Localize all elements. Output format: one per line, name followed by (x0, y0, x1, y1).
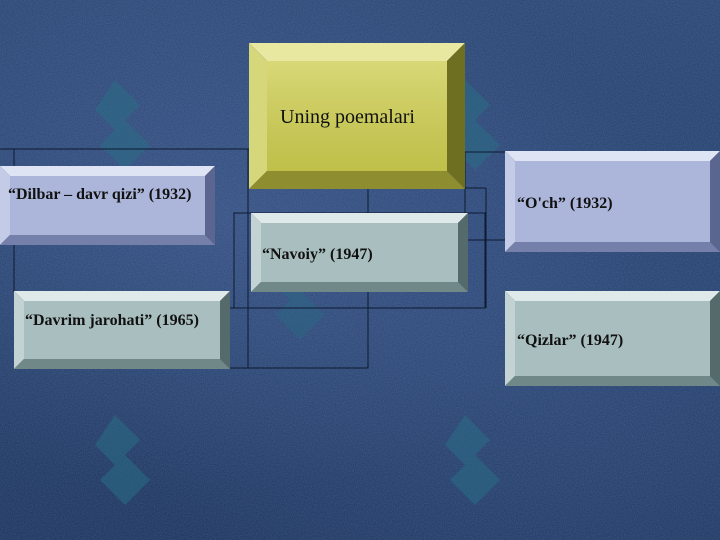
item-node-qizlar-bevel (505, 291, 720, 386)
watermark-logo-3 (95, 415, 150, 505)
item-node-och: “O'ch” (1932) (505, 151, 720, 252)
item-node-davrim: “Davrim jarohati” (1965) (14, 291, 230, 369)
watermark-logo-1 (95, 80, 150, 170)
item-label-qizlar: “Qizlar” (1947) (517, 332, 624, 349)
item-label-och: “O'ch” (1932) (517, 195, 613, 212)
root-node-label: Uning poemalari (280, 106, 415, 128)
item-node-navoiy-bevel (251, 213, 468, 292)
item-node-navoiy: “Navoiy” (1947) (251, 213, 468, 292)
item-label-dilbar: “Dilbar – davr qizi” (1932) (8, 186, 192, 203)
item-node-dilbar-bevel (0, 166, 215, 245)
root-node: Uning poemalari (249, 43, 465, 189)
item-node-dilbar: “Dilbar – davr qizi” (1932) (0, 166, 215, 245)
item-label-navoiy: “Navoiy” (1947) (262, 246, 373, 263)
item-node-davrim-bevel (14, 291, 230, 369)
root-node-bevel (249, 43, 465, 189)
watermark-logo-4 (445, 415, 500, 505)
item-node-qizlar: “Qizlar” (1947) (505, 291, 720, 386)
item-node-och-bevel (505, 151, 720, 252)
item-label-davrim: “Davrim jarohati” (1965) (25, 312, 199, 329)
